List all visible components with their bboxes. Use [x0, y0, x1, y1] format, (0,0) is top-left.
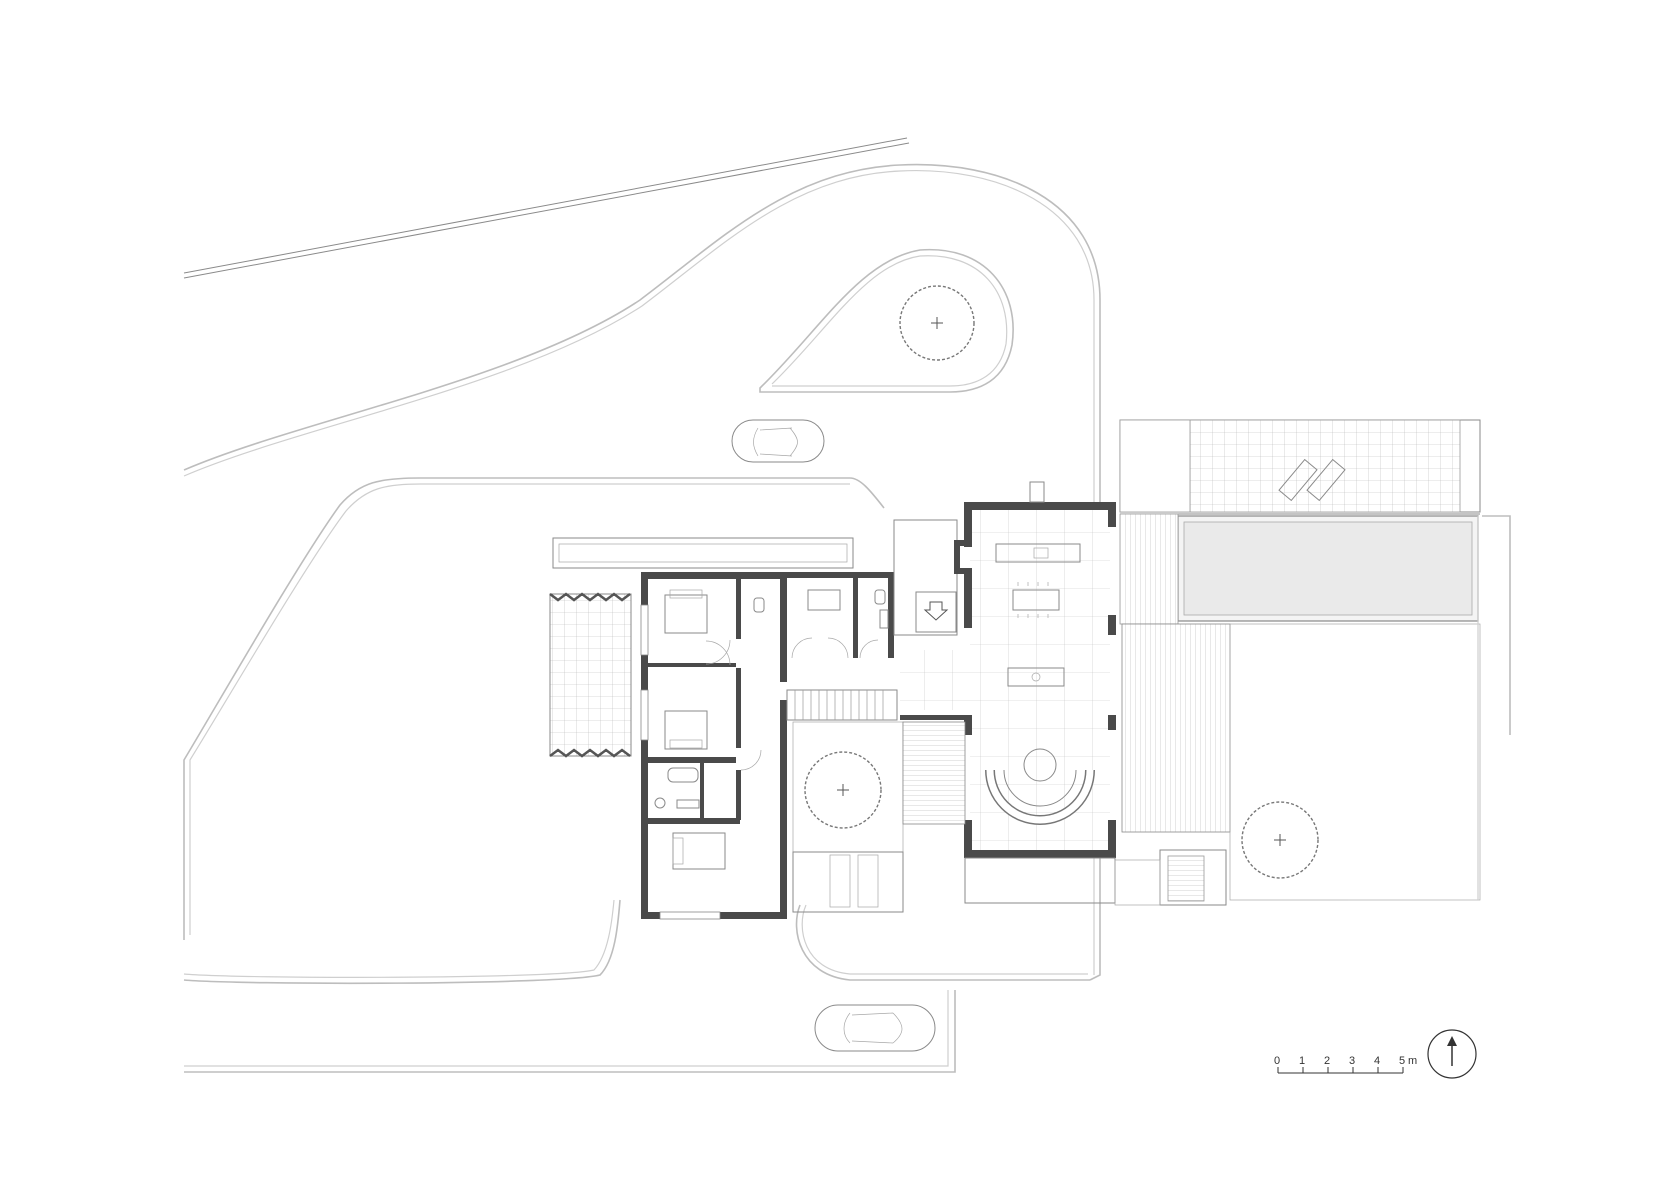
teardrop-planter [759, 248, 1014, 393]
middle-block [786, 519, 958, 659]
courtyard [792, 721, 1116, 913]
scale-tick-3: 3 [1349, 1055, 1355, 1067]
scale-tick-2: 2 [1324, 1055, 1330, 1067]
scale-tick-4: 4 [1374, 1055, 1380, 1067]
exterior-stair [1114, 849, 1227, 906]
scale-bar: 0 1 2 3 4 5 m [1274, 1055, 1417, 1074]
west-terrace [549, 592, 632, 758]
east-deck [1121, 515, 1511, 901]
sun-lounger [1278, 458, 1346, 502]
bedroom-wing [640, 572, 787, 920]
tree-symbol [899, 285, 975, 361]
upper-terrace [1119, 419, 1481, 515]
scale-tick-0: 0 [1274, 1055, 1280, 1067]
driveway [183, 163, 1101, 1073]
road-edge [183, 137, 910, 279]
scale-tick-1: 1 [1299, 1055, 1305, 1067]
planter-strip [552, 537, 854, 569]
pool [1119, 513, 1479, 625]
car-top [731, 419, 825, 463]
corridor-stairs [786, 689, 898, 721]
north-arrow-icon [1427, 1029, 1477, 1079]
scale-unit: m [1408, 1055, 1417, 1067]
car-bottom [814, 1004, 936, 1052]
living-hall [900, 481, 1116, 858]
scale-tick-5: 5 [1399, 1055, 1405, 1067]
